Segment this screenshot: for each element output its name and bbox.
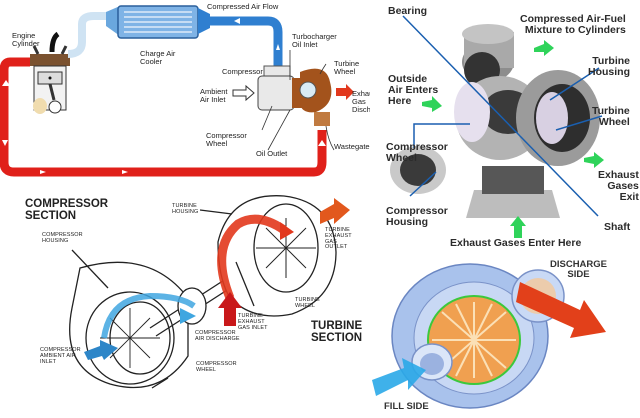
label-turbine-housing: Turbine Housing [588,55,630,79]
turbine-exhaust-inlet-arrow [218,292,242,326]
cold-air-flow [101,292,196,339]
discharge-arrow [516,282,606,338]
ambient-air-arrow [232,84,255,102]
flow-arrows [422,40,604,238]
compressor-render-diagram: DISCHARGE SIDE FILL SIDE [370,252,640,418]
label-turbocharger-oil-inlet: Turbocharger Oil Inlet [292,32,337,49]
label-turbine-wheel: Turbine Wheel [334,59,360,76]
green-arrow-exhaust-exit [584,152,604,168]
sections-drawing [69,195,350,389]
turbo-cutaway-3d-diagram: Bearing Compressed Air-Fuel Mixture to C… [370,0,640,252]
compressed-air-pipe [208,16,283,68]
label-compressed-air-fuel: Compressed Air-Fuel Mixture to Cylinders [520,13,626,37]
label-compressor-wheel: Compressor Wheel [206,131,247,148]
engine-system-drawing [0,5,354,177]
label-turbine-section: TURBINE SECTION [311,320,363,345]
hot-gas-flow [217,214,287,300]
green-arrow-exhaust-enter [510,216,526,238]
label-compressor-wheel: Compressor Wheel [386,141,448,165]
label-ambient-air-inlet: Ambient Air Inlet [200,87,228,104]
exhaust-discharge-arrow [336,84,354,100]
engine-turbo-system-diagram: Engine Cylinder Charge Air Cooler Compre… [0,0,370,188]
label-fill-side: FILL SIDE [384,401,429,412]
exhaust-pipe-bottom [14,130,327,177]
label-compressor-housing: COMPRESSOR HOUSING [42,232,83,244]
label-turbine-housing: TURBINE HOUSING [172,203,199,215]
label-compressor-section: COMPRESSOR SECTION [25,198,109,223]
label-turbine-wheel: Turbine Wheel [592,105,630,129]
label-engine-cylinder: Engine Cylinder [12,31,40,48]
compressor-turbine-sections-diagram: COMPRESSOR SECTION TURBINE SECTION COMPR… [0,188,370,418]
label-turbine-exhaust-outlet: TURBINE EXHAUST GAS OUTLET [325,227,352,251]
label-compressor: Compressor [222,67,263,76]
exhaust-pipe [0,57,125,177]
intake-pipe [67,12,112,58]
label-charge-air-cooler: Charge Air Cooler [140,49,176,66]
label-turbine-exhaust-inlet: TURBINE EXHAUST GAS INLET [238,313,268,331]
label-compressed-air-flow: Compressed Air Flow [207,2,279,11]
compressor-render-drawing [372,263,606,409]
label-oil-outlet: Oil Outlet [256,149,288,158]
label-exhaust-gases-exit: Exhaust Gases Exit [598,169,639,204]
compressor-ambient-inlet-arrow [84,340,118,360]
label-compressor-housing: Compressor Housing [386,205,448,229]
exhaust-flow-arrows [2,80,326,174]
label-shaft: Shaft [604,221,631,233]
charge-air-cooler-icon [106,5,210,39]
fill-arrow [372,358,426,396]
green-arrow-outside-air [422,96,442,112]
label-turbine-wheel: TURBINE WHEEL [295,297,320,309]
label-bearing: Bearing [388,5,428,17]
turbine-exhaust-outlet-arrow [320,198,350,224]
engine-cylinder-icon [30,31,70,114]
label-exhaust-gas-discharge: Exhau Gas Discha [352,89,370,114]
label-exhaust-gases-enter: Exhaust Gases Enter Here [450,237,582,249]
label-compressor-air-discharge: COMPRESSOR AIR DISCHARGE [195,330,240,342]
label-compressor-wheel: COMPRESSOR WHEEL [196,361,237,373]
label-wastegate: Wastegate [334,142,370,151]
turbocharger-icon [257,65,332,126]
green-arrow-compressed [534,40,554,56]
label-discharge-side: DISCHARGE SIDE [550,259,608,280]
cutaway-drawing [390,15,604,238]
label-outside-air-enters: Outside Air Enters Here [388,73,439,108]
label-compressor-ambient-inlet: COMPRESSOR AMBIENT AIR INLET [40,347,81,365]
